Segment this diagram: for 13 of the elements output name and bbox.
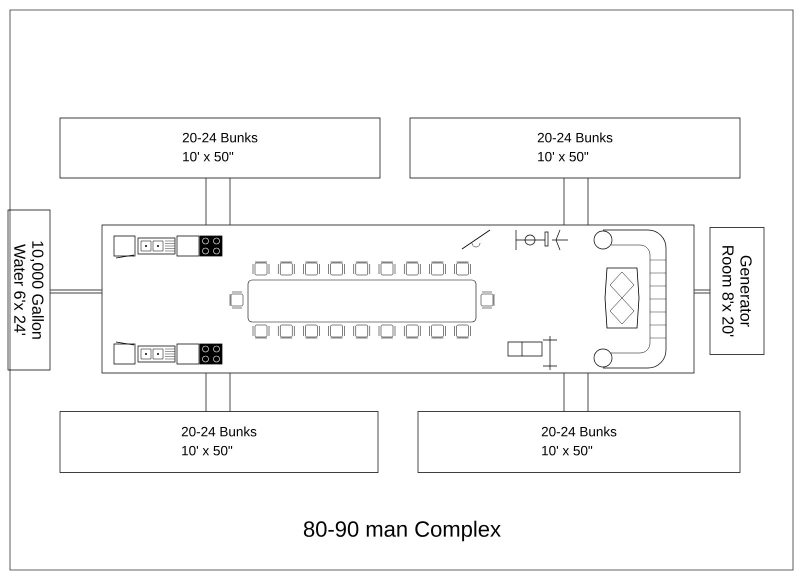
bunk-room-box: 20-24 Bunks 10' x 50" xyxy=(410,118,740,178)
corridor-connector xyxy=(564,178,588,225)
diagram-title: 80-90 man Complex xyxy=(304,520,501,542)
bunk-room-box: 20-24 Bunks 10' x 50" xyxy=(418,411,740,473)
generator-room-box: Generator Room 8'x 20' xyxy=(710,227,764,355)
corridor-connector xyxy=(206,178,230,225)
corridor-connector xyxy=(694,290,710,294)
corridor-connector xyxy=(564,373,588,412)
bunk-room-box: 20-24 Bunks 10' x 50" xyxy=(60,411,378,473)
corridor-connector xyxy=(206,373,230,412)
bunk-room-box: 20-24 Bunks 10' x 50" xyxy=(60,118,380,178)
water-tank-box: 10,000 Gallon Water 6'x 24' xyxy=(8,210,50,370)
corridor-connector xyxy=(50,290,102,294)
